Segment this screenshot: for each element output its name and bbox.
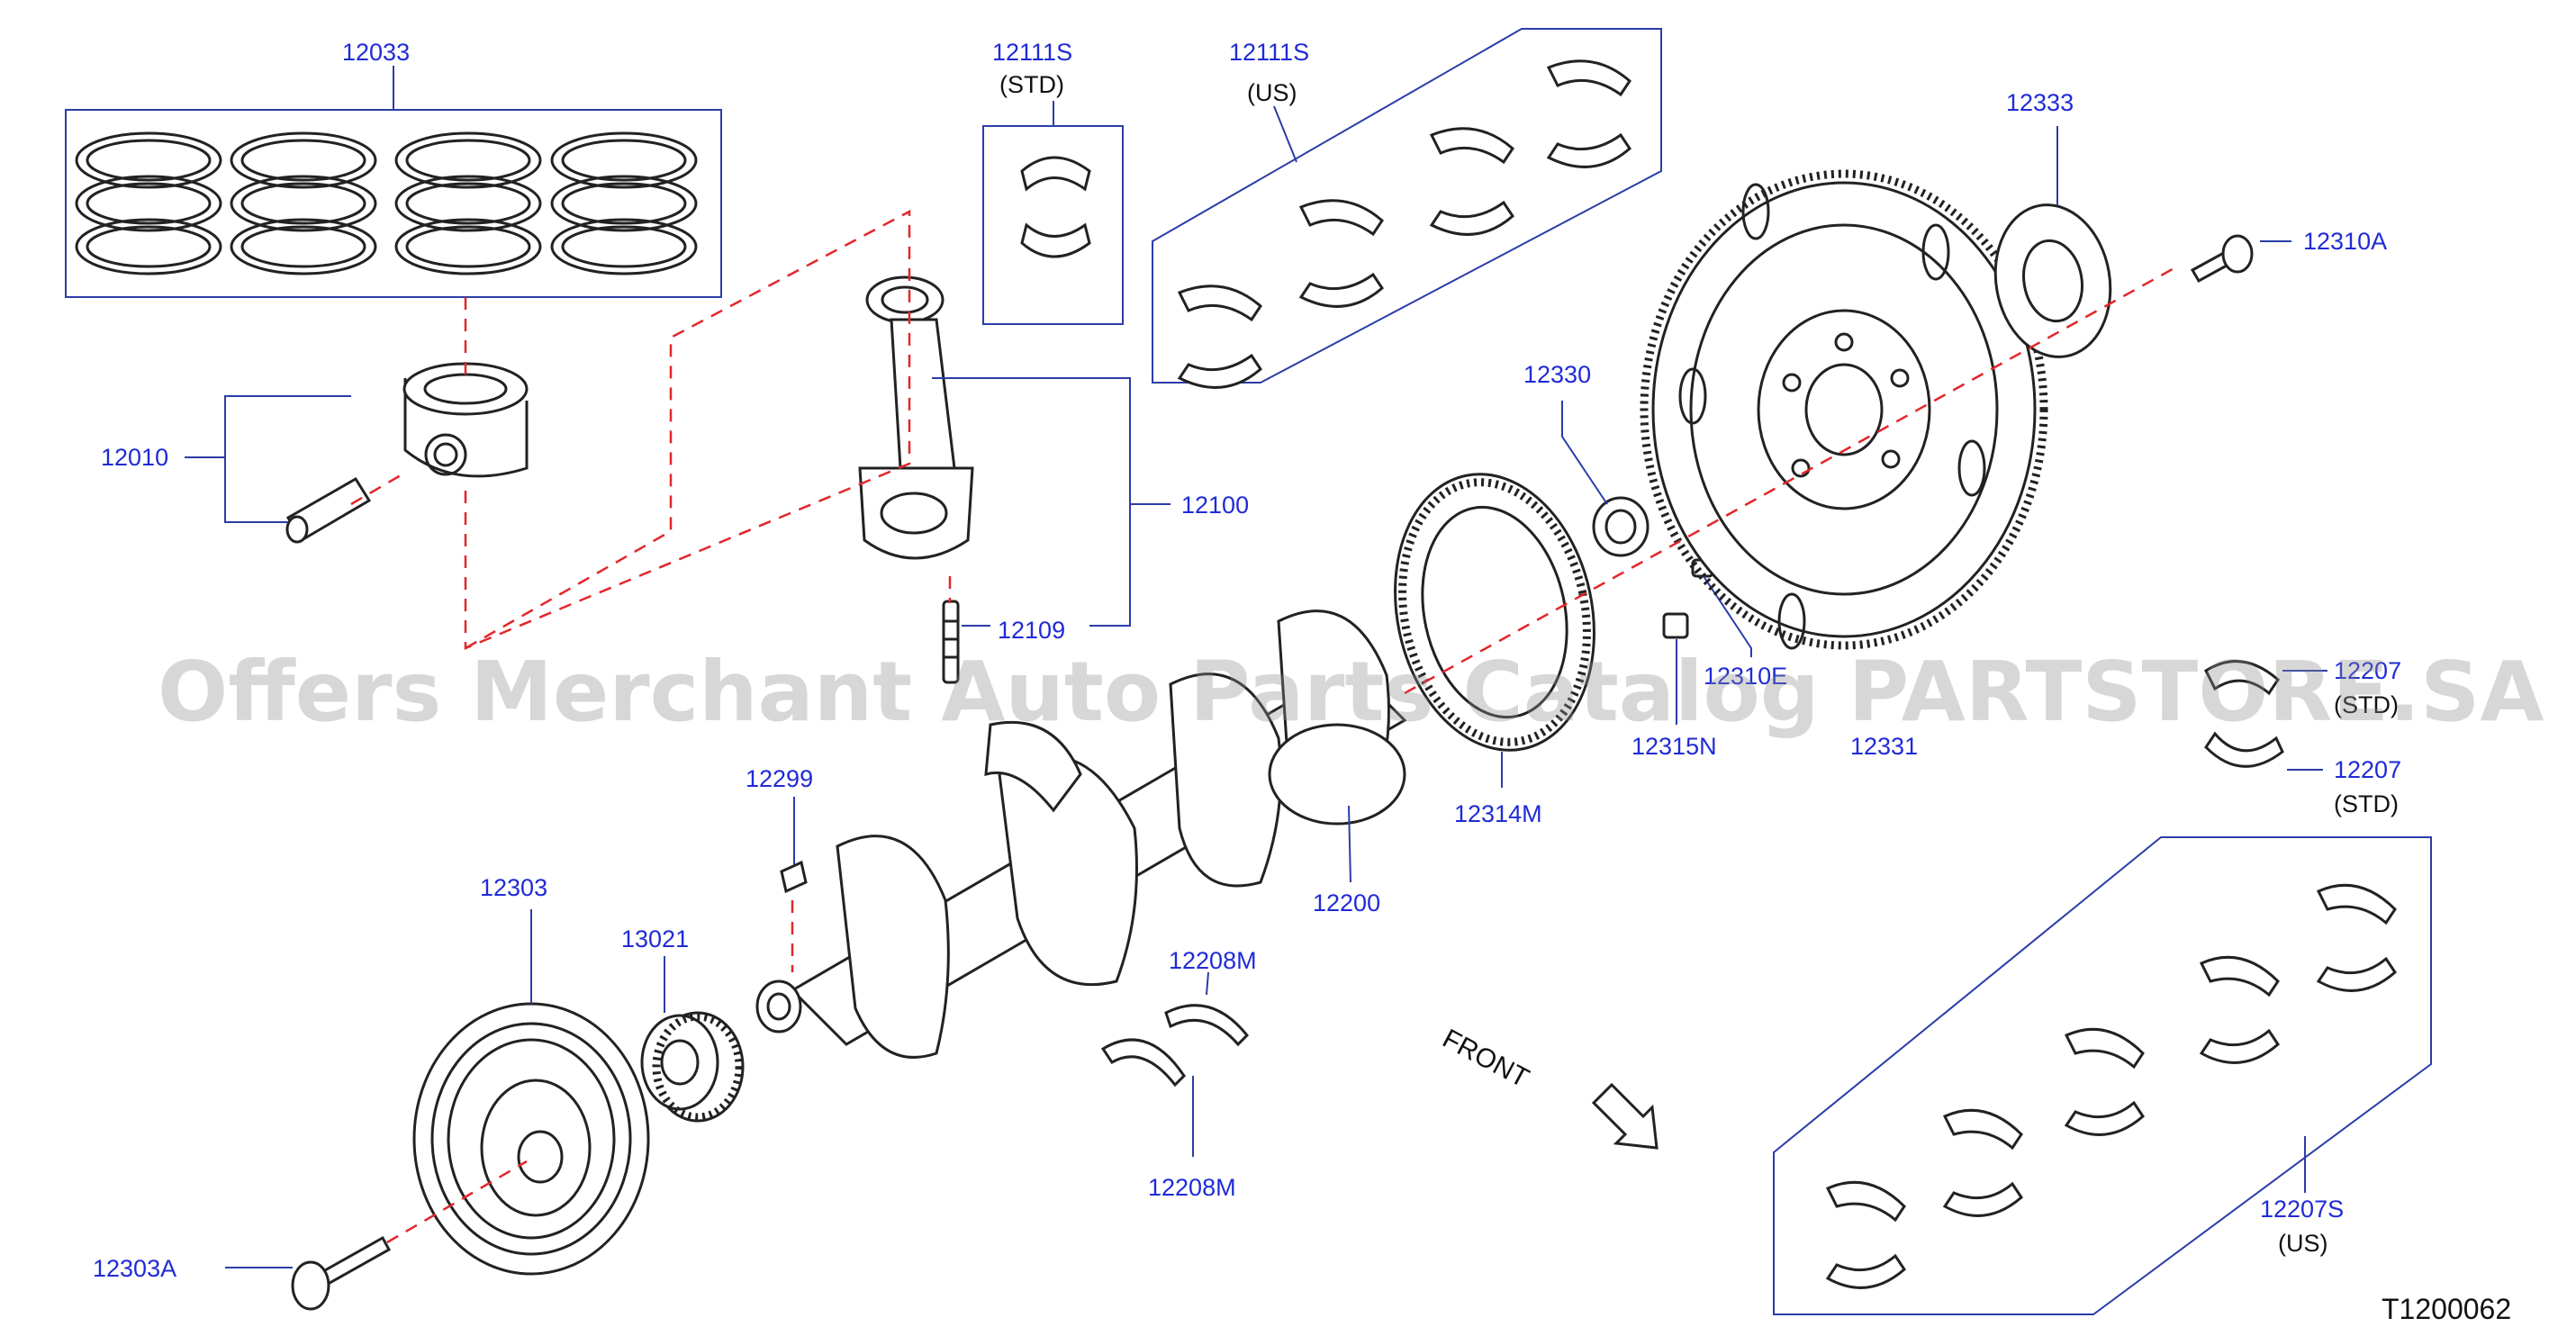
callout-12208m-bottom[interactable]: 12208M [1148, 1174, 1236, 1201]
assembly-lines [350, 209, 2180, 1244]
main-bearing-us[interactable] [1773, 836, 2432, 1315]
callout-12333[interactable]: 12333 [2006, 89, 2074, 116]
callout-12208m-top[interactable]: 12208M [1169, 947, 1257, 974]
crank-pulley[interactable] [412, 1002, 650, 1276]
watermark: Offers Merchant Auto Parts Catalog PARTS… [158, 644, 2544, 740]
piston-rings-group[interactable] [65, 109, 722, 298]
callout-12331[interactable]: 12331 [1850, 733, 1918, 760]
flywheel-bolt-a[interactable] [2190, 234, 2254, 284]
crankshaft[interactable] [755, 609, 1407, 1059]
conrod-bearing-us[interactable] [1152, 28, 1662, 389]
callout-12033[interactable]: 12033 [342, 39, 410, 66]
diagram-code: T1200062 [2382, 1293, 2511, 1325]
pulley-bolt[interactable] [291, 1235, 392, 1311]
note-12207s-us: (US) [2278, 1230, 2328, 1257]
note-12207-top: (STD) [2334, 691, 2399, 718]
callout-12207[interactable]: 12207 [2334, 756, 2401, 783]
note-12111s-us: (US) [1247, 79, 1297, 106]
signal-plate[interactable] [1370, 456, 1619, 769]
callout-12109[interactable]: 12109 [998, 617, 1065, 644]
callout-12207s-us[interactable]: 12207S [2260, 1196, 2344, 1223]
flywheel-bolt[interactable] [1662, 612, 1689, 639]
front-arrow-icon [1591, 1082, 1659, 1150]
callout-12310a[interactable]: 12310A [2303, 228, 2387, 255]
thrust-washer-lower[interactable] [1100, 1038, 1186, 1088]
callout-12200[interactable]: 12200 [1313, 889, 1380, 916]
callout-12303a[interactable]: 12303A [93, 1255, 176, 1282]
flywheel[interactable] [1640, 169, 2048, 650]
reinforcement-plate[interactable] [1984, 195, 2122, 366]
piston[interactable] [402, 362, 529, 478]
piston-pin[interactable] [285, 476, 372, 544]
pilot-bushing[interactable] [1592, 496, 1650, 557]
callout-12315n[interactable]: 12315N [1631, 733, 1717, 760]
callout-12111s-std[interactable]: 12111S [992, 39, 1072, 66]
crank-sprocket[interactable] [640, 1011, 745, 1123]
thrust-washer-upper[interactable] [1164, 1004, 1250, 1047]
main-bearing-std[interactable] [2204, 731, 2284, 768]
connecting-rod[interactable] [858, 275, 974, 560]
note-12207: (STD) [2334, 790, 2399, 817]
callout-12330[interactable]: 12330 [1523, 361, 1591, 388]
callout-12310e[interactable]: 12310E [1704, 663, 1787, 690]
note-12111s-std: (STD) [999, 71, 1064, 98]
callout-12100[interactable]: 12100 [1181, 492, 1249, 519]
callout-12314m[interactable]: 12314M [1454, 800, 1542, 827]
conrod-bearing-std[interactable] [982, 125, 1124, 325]
callout-12303[interactable]: 12303 [480, 874, 547, 901]
main-bearing-upper[interactable] [2204, 660, 2280, 696]
crank-key[interactable] [780, 860, 808, 894]
callout-13021[interactable]: 13021 [621, 925, 689, 952]
callout-12111s-us[interactable]: 12111S [1229, 39, 1309, 66]
callout-12299[interactable]: 12299 [746, 765, 813, 792]
front-label: FRONT [1438, 1024, 1534, 1094]
callout-12207-top[interactable]: 12207 [2334, 657, 2401, 684]
callout-12010[interactable]: 12010 [101, 444, 168, 471]
